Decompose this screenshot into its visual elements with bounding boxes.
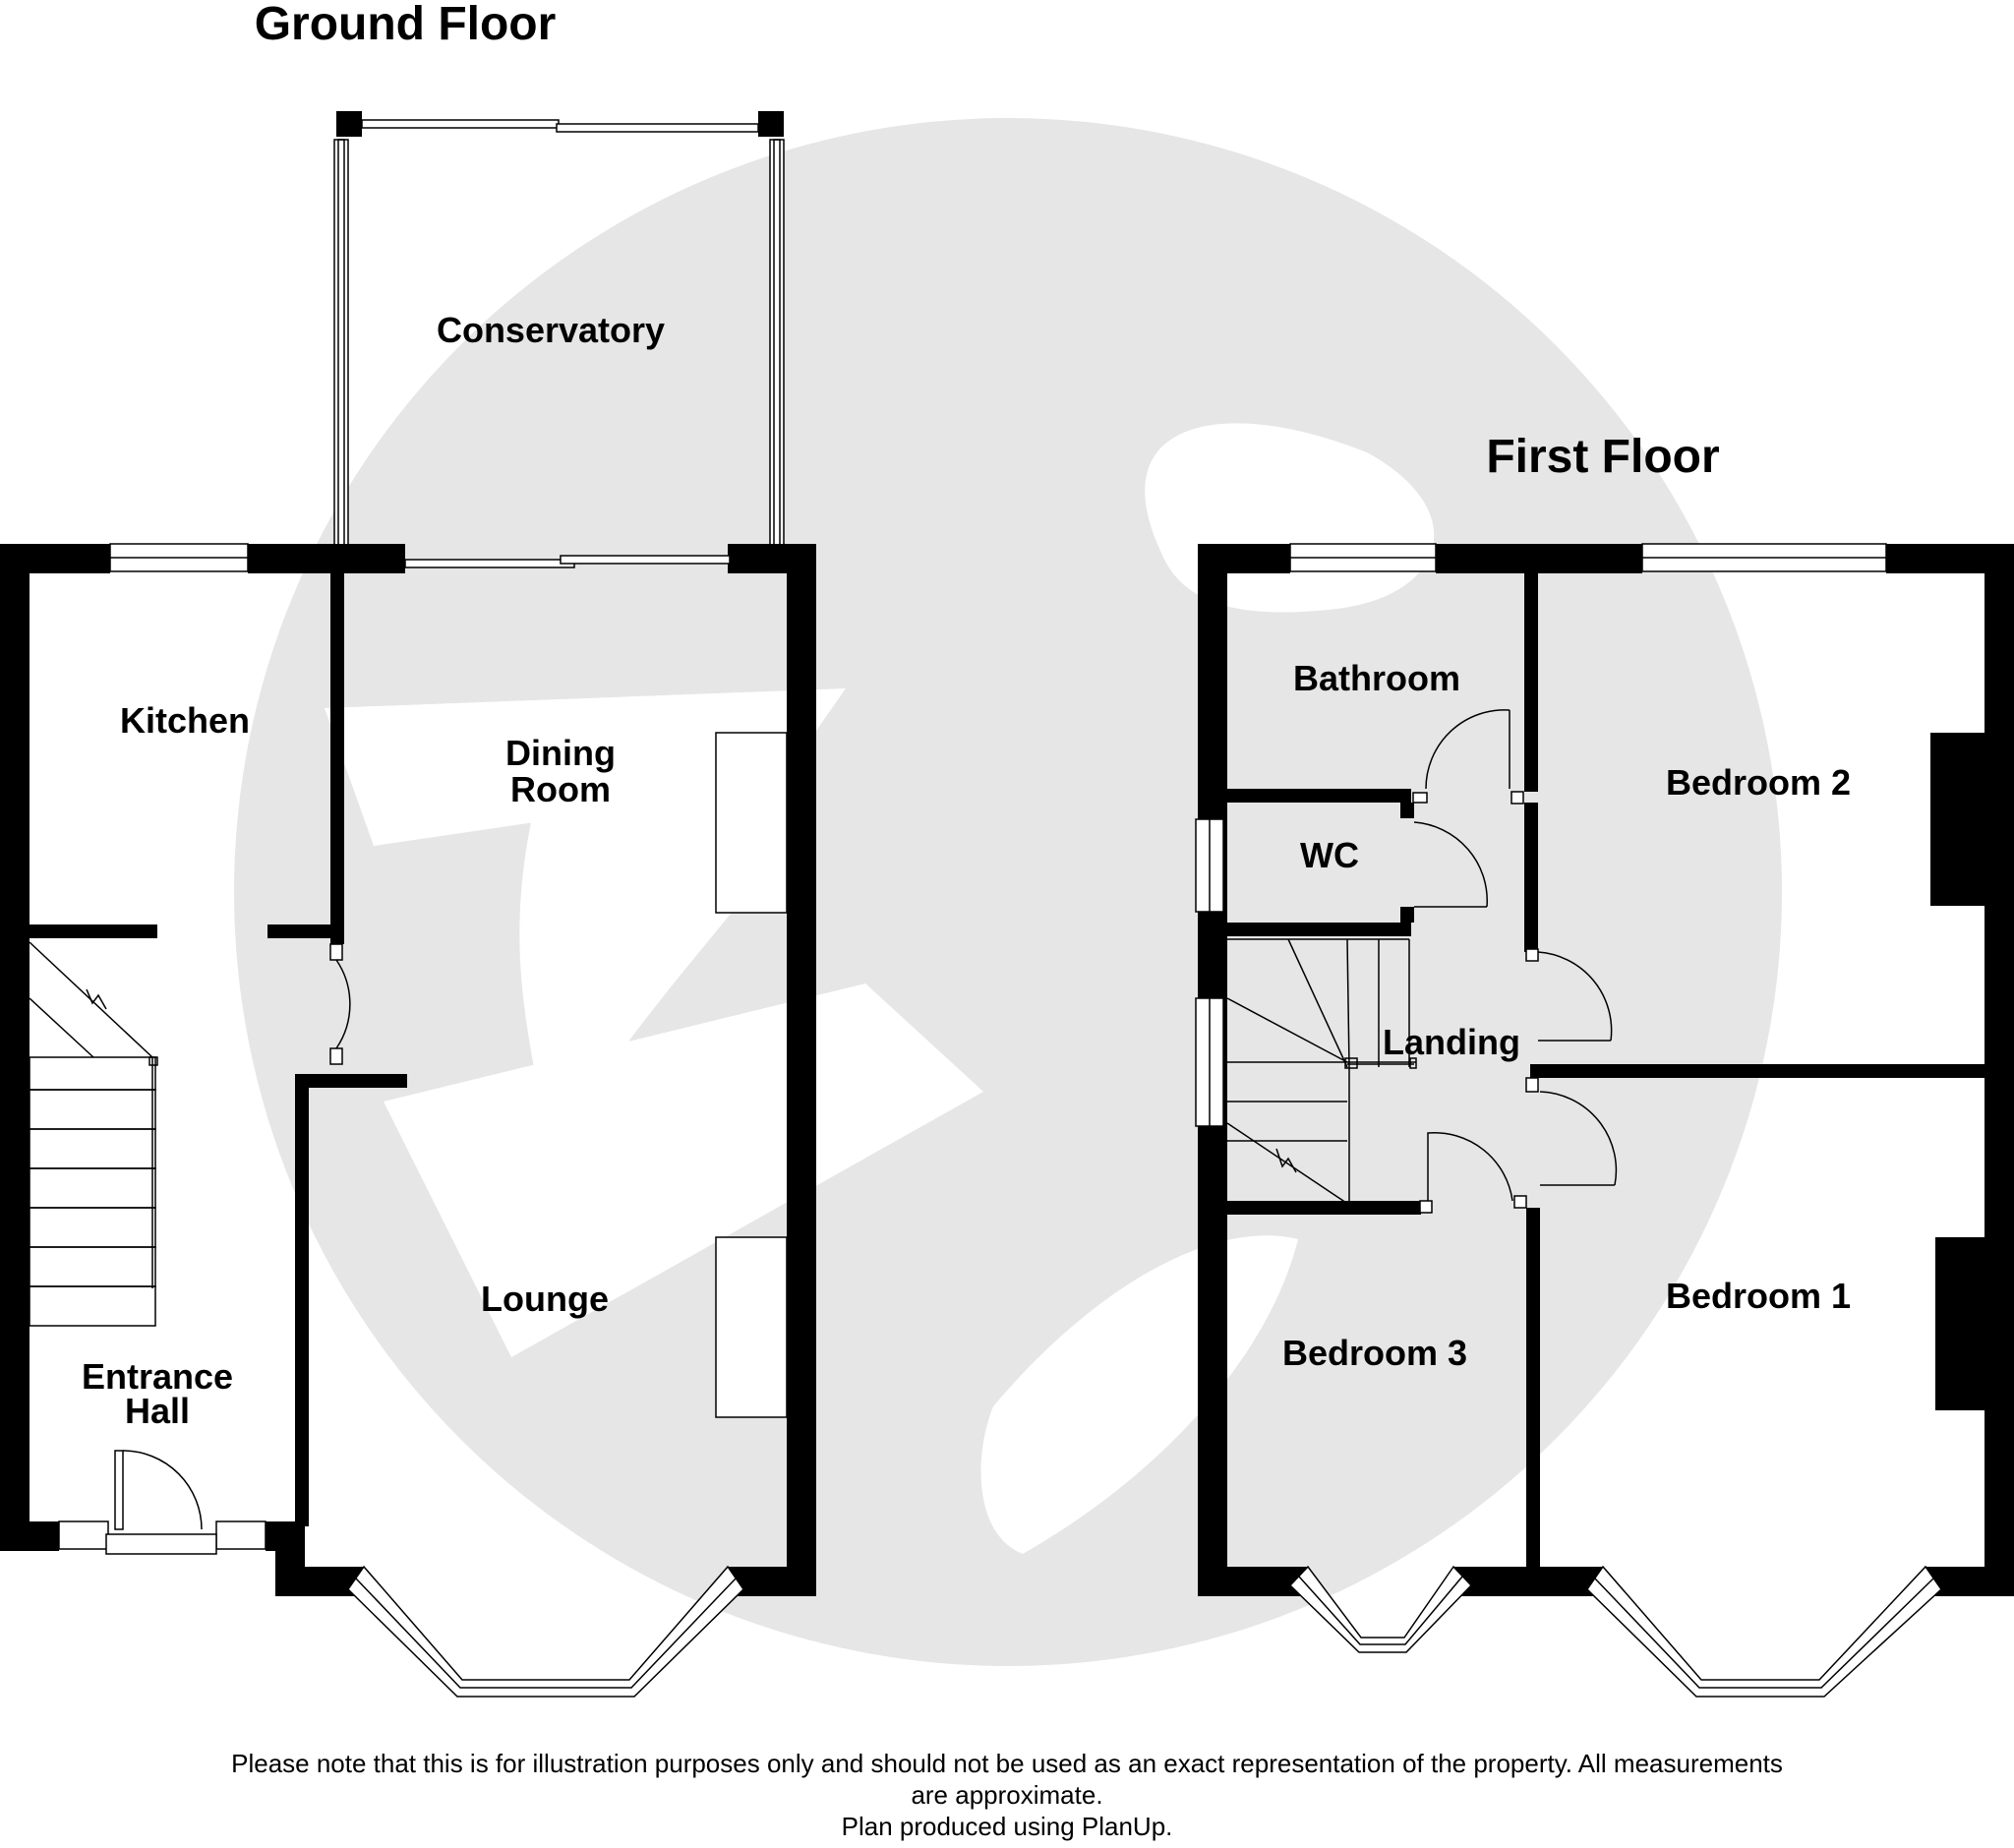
entrance-hall-label-line2: Hall <box>125 1391 190 1431</box>
kitchen-label: Kitchen <box>120 700 250 741</box>
lounge-bay-window <box>347 1565 744 1698</box>
disclaimer-note: Please note that this is for illustratio… <box>0 1748 2014 1842</box>
wc-label: WC <box>1300 835 1359 875</box>
disclaimer-line-3: Plan produced using PlanUp. <box>841 1812 1173 1841</box>
bedroom3-label: Bedroom 3 <box>1282 1333 1467 1373</box>
bedroom1-chimney <box>1935 1237 1987 1410</box>
watermark-logo <box>234 118 1782 1666</box>
dining-fireplace <box>715 732 788 914</box>
ground-floor-plan: Conservatory Kitchen Dining Room Lounge … <box>0 111 816 1698</box>
bedroom3-bay-window <box>1288 1565 1473 1653</box>
conservatory-label: Conservatory <box>437 310 665 350</box>
bedroom2-label: Bedroom 2 <box>1666 762 1851 803</box>
ground-stairs <box>29 941 158 1327</box>
entrance-hall-label-line1: Entrance <box>82 1356 233 1397</box>
disclaimer-line-2: are approximate. <box>911 1780 1103 1810</box>
lounge-label: Lounge <box>481 1279 609 1319</box>
bedroom1-label: Bedroom 1 <box>1666 1276 1851 1316</box>
first-floor-title: First Floor <box>1486 431 1719 483</box>
bedroom1-bay-window <box>1586 1565 1942 1698</box>
bedroom2-chimney <box>1930 733 1987 906</box>
lounge-fireplace <box>715 1236 788 1418</box>
dining-room-label-line2: Room <box>510 769 611 809</box>
landing-label: Landing <box>1383 1022 1520 1062</box>
dining-room-label-line1: Dining <box>505 733 616 773</box>
first-floor-plan: Bathroom WC Landing Bedroom 2 Bedroom 1 … <box>1195 543 2014 1698</box>
first-floor-stairs <box>1226 938 1417 1206</box>
bathroom-label: Bathroom <box>1293 658 1460 698</box>
disclaimer-line-1: Please note that this is for illustratio… <box>231 1749 1783 1778</box>
ground-floor-title: Ground Floor <box>255 0 557 50</box>
